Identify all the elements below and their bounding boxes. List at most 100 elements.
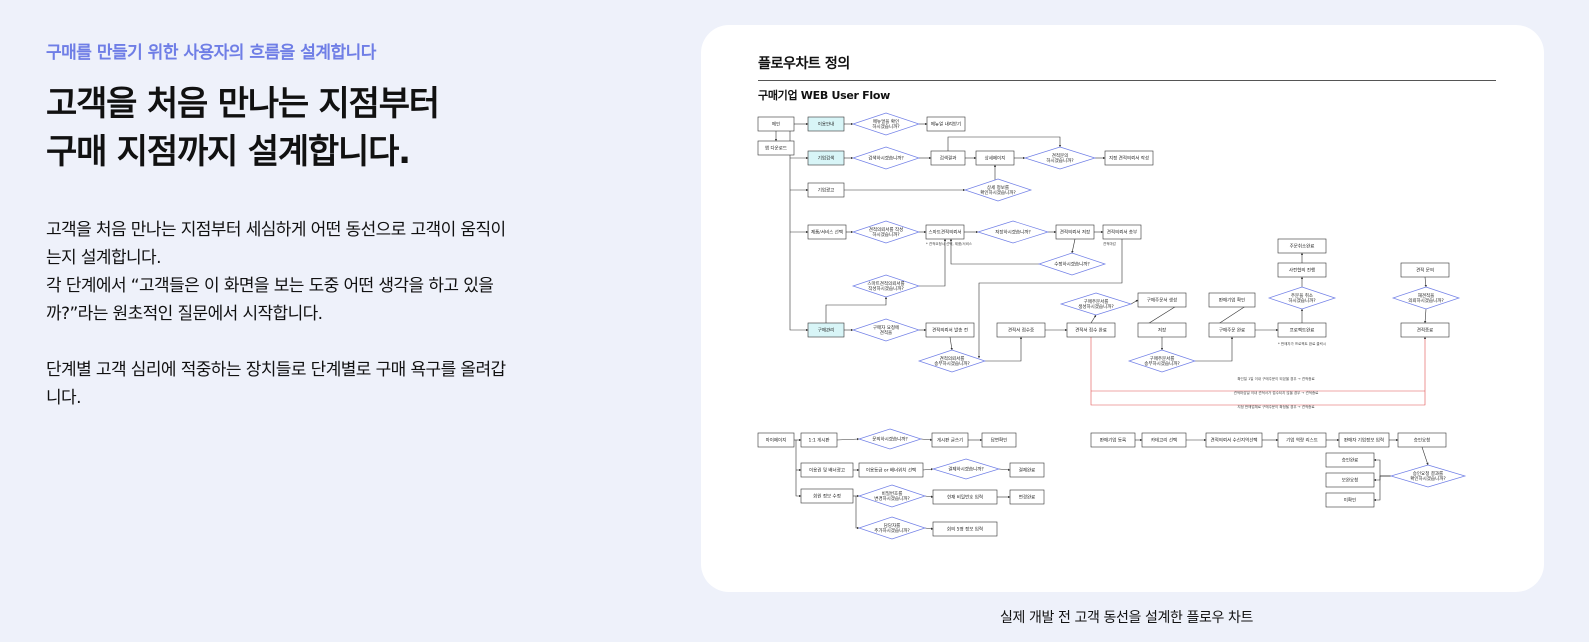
flow-connector (1373, 475, 1391, 482)
flow-connector (924, 527, 934, 530)
flow-box (858, 462, 924, 478)
flow-node-label: 견적서 접수중 (1008, 327, 1034, 334)
flow-node-n49: 결제완료 (1009, 462, 1045, 478)
flow-node-label: 이용안내 (818, 121, 835, 128)
flow-connector (1424, 276, 1427, 288)
flow-node-n44: 게시판 글쓰기 (931, 432, 969, 448)
flow-node-label: 주문을 취소 (1291, 292, 1313, 299)
flow-decision (1037, 252, 1107, 276)
flow-node-label: 견적문의 (1052, 152, 1069, 159)
flow-node-label: 1:1 게시판 (808, 437, 829, 444)
flow-box (1141, 432, 1187, 448)
flow-decision (963, 178, 1033, 202)
flow-node-label: 확인하시겠습니까? (1410, 475, 1446, 482)
flow-node-n27: 견적서 접수 완료 (1066, 322, 1116, 338)
flow-node-label: 작성하시겠습니까? (868, 285, 904, 292)
flow-node-label: 구매주문 완료 (1219, 327, 1245, 334)
flow-node-label: 생성하시겠습니까? (1078, 303, 1114, 310)
flow-node-label: 견적의뢰서 저장 (1060, 229, 1090, 236)
flow-node-label: 회의 5명 정보 입력 (947, 526, 983, 533)
flow-node-label: 승인요청 결과를 (1413, 470, 1443, 477)
flow-node-label: 판매기업 등록 (1100, 437, 1126, 444)
flow-decision (1127, 349, 1197, 373)
flow-node-label: 이용등급 or 배너위치 선택 (866, 467, 916, 474)
flow-node-n18: 견적의뢰서 저장 (1055, 224, 1095, 240)
flow-connector (836, 437, 860, 441)
flow-node-label: 견적의뢰서를 작성 (869, 226, 904, 233)
flow-node-label: 문의하시겠습니까? (872, 436, 908, 443)
flow-box (975, 150, 1015, 166)
flow-node-label: 결제완료 (1019, 467, 1036, 474)
flow-node-n48: 결제하시겠습니까? (931, 458, 1001, 480)
flow-node-label: 승인요청 (1414, 437, 1431, 444)
flow-node-n45: 답변확인 (981, 432, 1017, 448)
flow-node-label: 스마트견적의뢰서를 (867, 280, 904, 287)
flow-connector (947, 136, 1062, 151)
flow-node-n15: 견적의뢰서를 작성하시겠습니까? (851, 220, 921, 244)
flow-node-label: 견적의뢰서 송부 (1107, 229, 1137, 236)
flow-node-n47: 이용등급 or 배너위치 선택 (858, 462, 924, 478)
flow-connector (1071, 238, 1076, 254)
flow-node-n33: 구매주문 완료 (1208, 322, 1256, 338)
flow-box (1137, 292, 1187, 308)
flow-box (757, 432, 795, 448)
flow-box (1102, 224, 1142, 240)
flow-box (1137, 322, 1187, 338)
flow-node-label: 지정 견적의뢰서 작성 (1109, 155, 1149, 162)
flow-box (1338, 432, 1390, 448)
flow-box (996, 322, 1046, 338)
flow-connector (825, 296, 888, 323)
flow-node-n53: 변경완료 (1009, 489, 1045, 505)
flow-node-n42: 1:1 게시판 (800, 432, 838, 448)
flow-node-label: 판매기업 확인 (1219, 297, 1245, 304)
flow-node-label: 결제하시겠습니까? (948, 466, 984, 473)
flow-box (807, 224, 847, 240)
flow-node-label: 하시겠습니까? (872, 231, 900, 238)
flow-decision (857, 428, 923, 450)
flow-node-n22: 구매관리 (807, 322, 845, 338)
flow-node-label: 메인 (772, 121, 780, 128)
headline-line-2: 구매 지점까지 설계합니다. (46, 132, 411, 172)
flow-node-label: 구매주문서 생성 (1147, 297, 1177, 304)
flow-node-n6: 기업검색 (807, 150, 845, 166)
flow-node-label: 구매주문서를 (1150, 355, 1175, 362)
flow-node-n35: 사전협의 진행 (1277, 262, 1327, 278)
flow-node-label: 프로젝트완료 (1290, 327, 1315, 334)
flow-box (807, 150, 845, 166)
flow-node-label: 마이페이지 (766, 437, 787, 444)
flow-node-label: 담당자를 (884, 522, 901, 529)
flow-node-label: 구매관리 (818, 327, 835, 334)
flow-connector (949, 336, 953, 351)
flow-node-label: 의뢰하시겠습니까? (1408, 297, 1444, 304)
flow-node-label: 판매자 기업정보 입력 (1344, 437, 1384, 444)
flow-note: 견적마감 (1103, 241, 1117, 246)
flow-decision (1023, 146, 1097, 170)
section-headline: 고객을 처음 만나는 지점부터 구매 지점까지 설계합니다. (46, 80, 440, 176)
flow-connector (998, 468, 1011, 472)
flow-node-n46: 이용권 및 배너광고 (800, 462, 854, 478)
flow-node-n59: 기업 역량 리스트 (1277, 432, 1327, 448)
flow-node-label: 기업 역량 리스트 (1286, 437, 1318, 444)
flow-decision (1267, 286, 1337, 310)
flow-note: * 판매자가 프로젝트 완료 클릭시 (1278, 341, 1326, 346)
flow-node-label: 승인완료 (1342, 457, 1359, 464)
flow-node-label: 저장 (1158, 327, 1166, 334)
flow-decision (851, 112, 921, 136)
flow-node-label: 견적을 (880, 329, 892, 336)
flow-node-n1: 메인 (757, 116, 795, 132)
flow-connector (1421, 446, 1429, 466)
flow-box (800, 488, 854, 504)
description-paragraph-2: 단계별 고객 심리에 적중하는 장치들로 단계별로 구매 욕구를 올려갑니다. (46, 360, 506, 408)
flow-node-n16: 스마트견적의뢰서 (925, 224, 965, 240)
flow-node-label: 제품/서비스 선택 (811, 229, 843, 236)
flow-box (757, 140, 795, 156)
flow-node-label: 하시겠습니까? (1288, 297, 1316, 304)
flow-node-label: 견적의뢰서 수신지역선택 (1211, 437, 1258, 444)
flow-box (1277, 322, 1327, 338)
flow-box (1397, 432, 1447, 448)
flow-connector (949, 238, 1039, 265)
